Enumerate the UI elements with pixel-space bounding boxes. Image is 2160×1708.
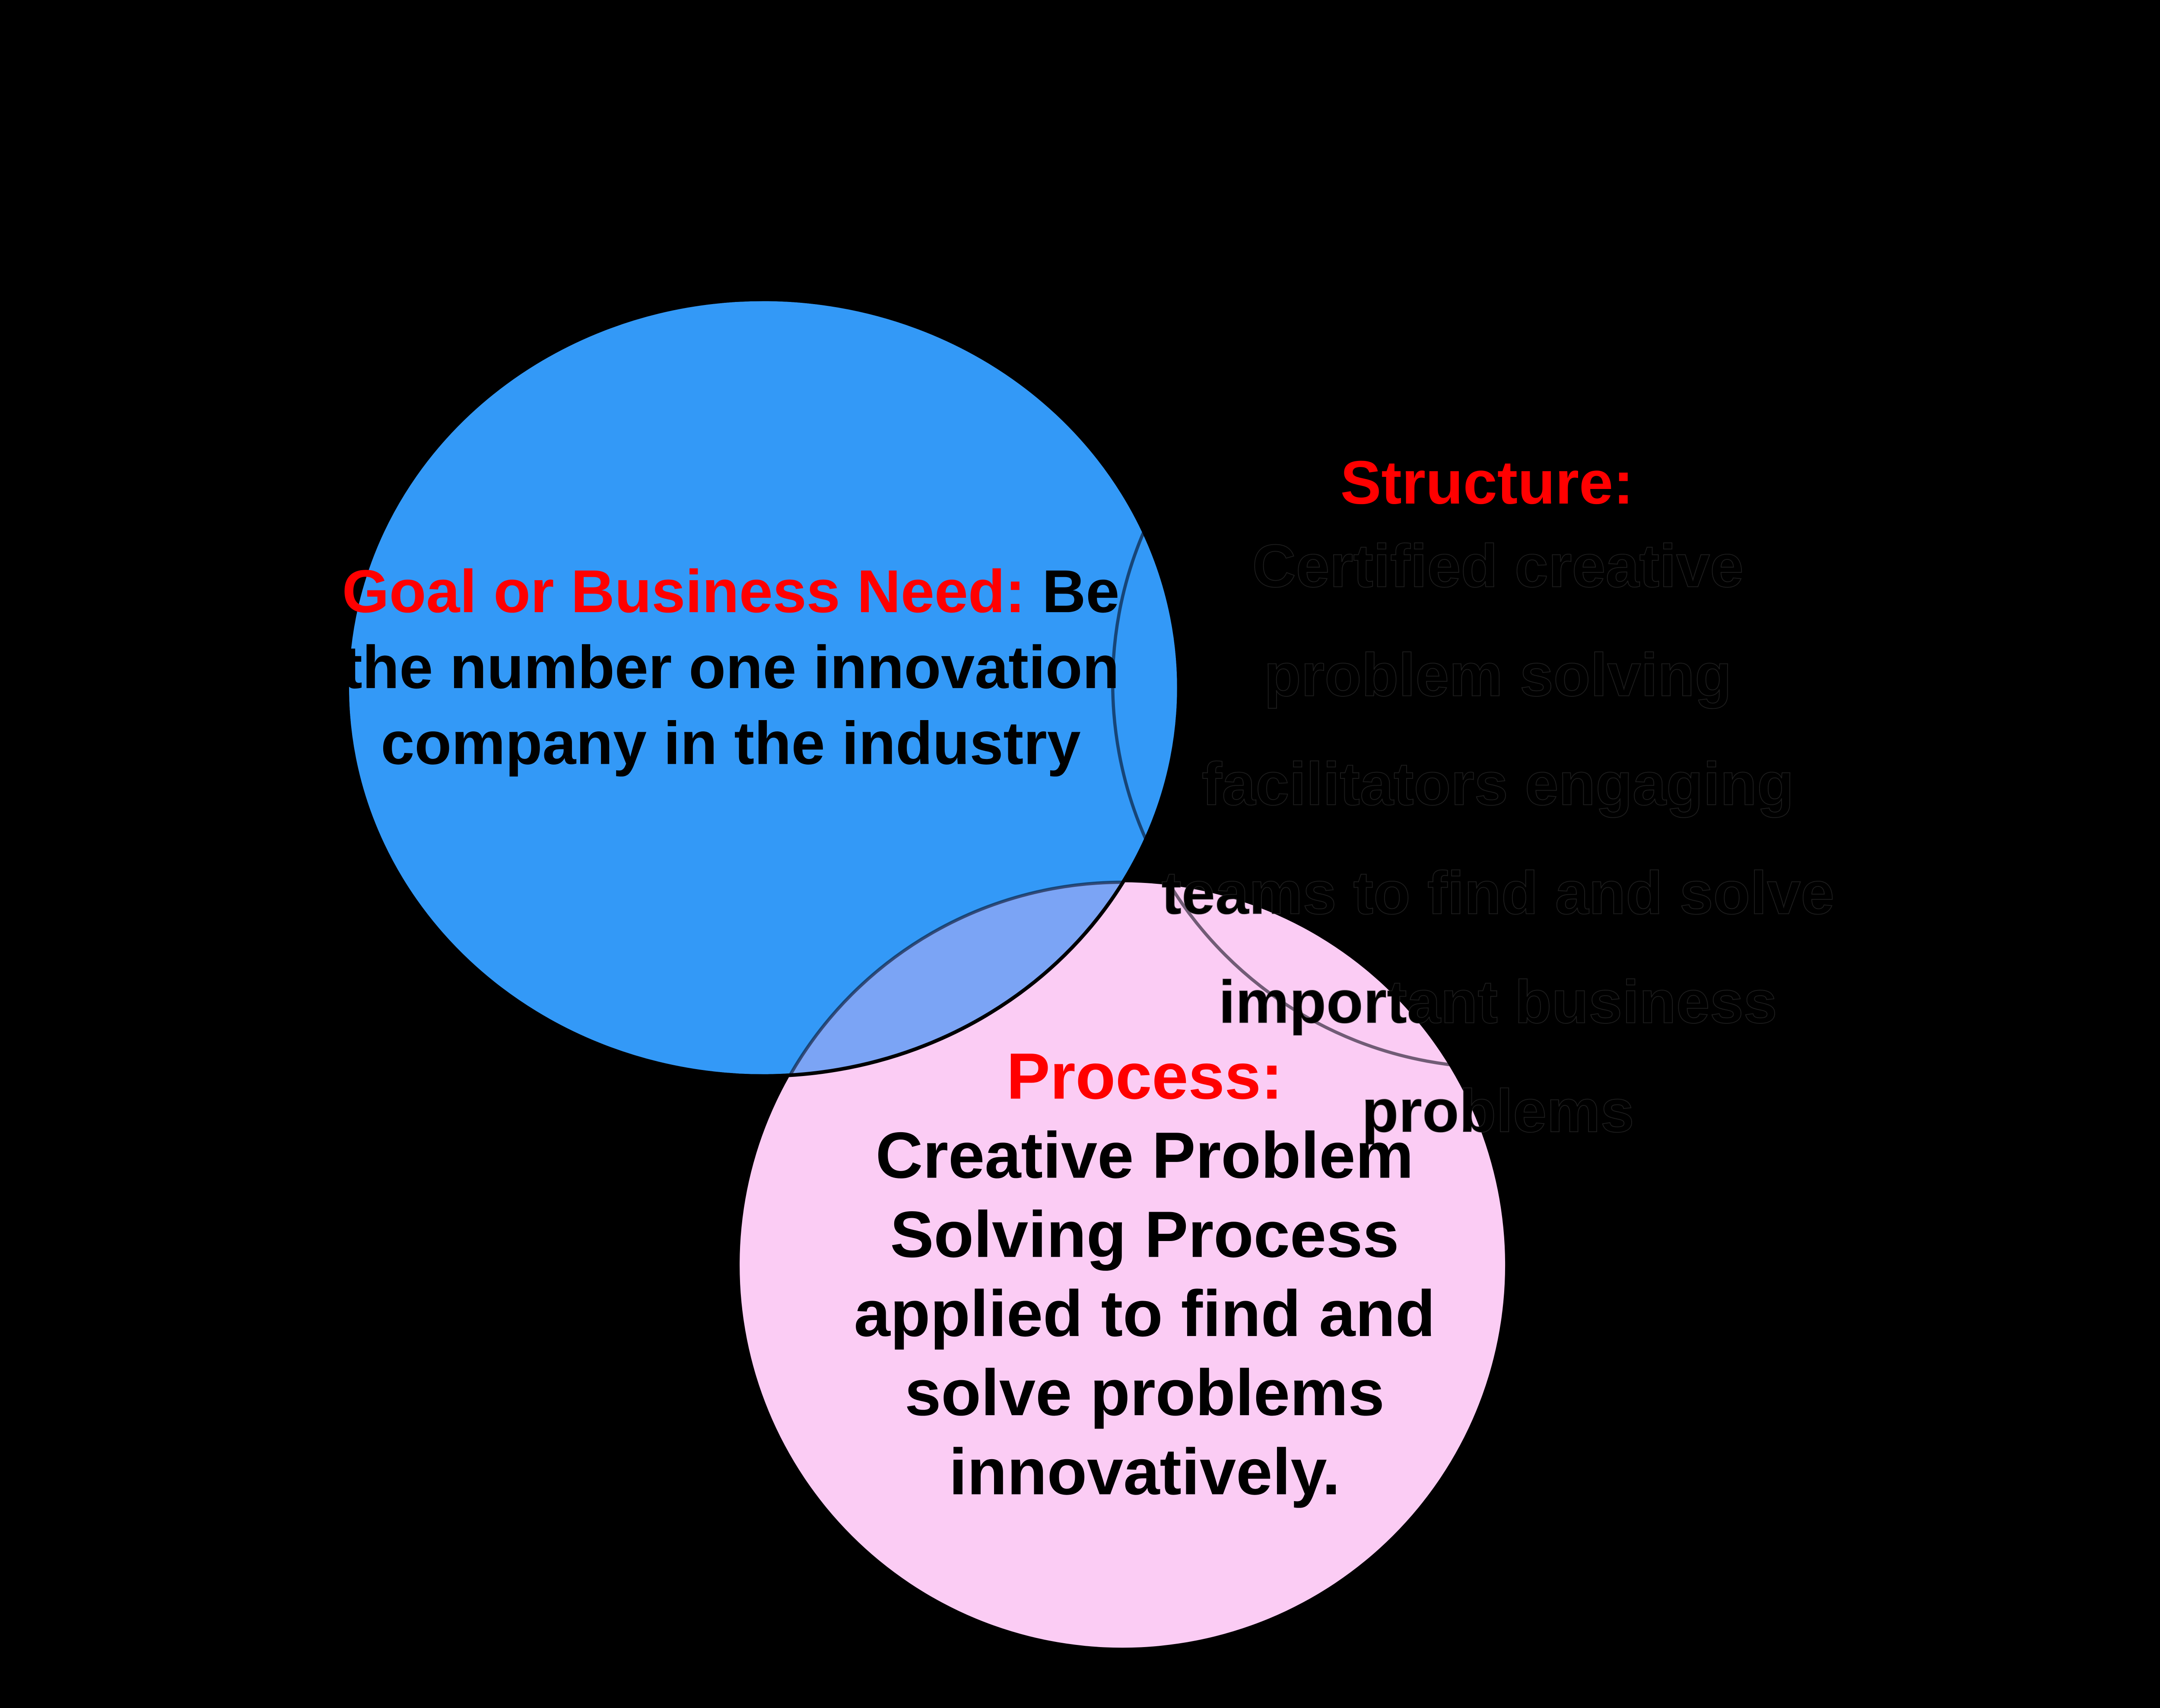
venn-diagram <box>345 297 1506 1648</box>
process-circle-shape <box>740 882 1506 1648</box>
goal-circle-outline <box>345 297 1181 1078</box>
process-body-line-5: innovatively. <box>949 1435 1340 1508</box>
process-heading: Process: <box>1006 1039 1283 1113</box>
process-body-line-3: applied to find and <box>854 1277 1436 1350</box>
structure-body-line-3: facilitators engaging <box>1201 749 1795 818</box>
structure-body-block: Certified creative problem solving facil… <box>1114 511 1881 1165</box>
goal-line-1: Goal or Business Need: Be <box>307 553 1155 629</box>
structure-body-line-6: problems <box>1361 1076 1635 1145</box>
process-body-line-4: solve problems <box>905 1356 1385 1429</box>
process-circle-outline <box>738 880 1179 1076</box>
slide-canvas: Goal or Business Need: Be the number one… <box>0 56 2160 1652</box>
structure-body-line-4: teams to find and solve <box>1161 858 1835 927</box>
structure-body-line-5: important business <box>1218 968 1778 1036</box>
goal-line-1-rest: Be <box>1025 557 1120 625</box>
goal-text-block: Goal or Business Need: Be the number one… <box>307 553 1155 781</box>
structure-heading: Structure: <box>1340 448 1634 517</box>
structure-body-line-1: Certified creative <box>1252 531 1744 600</box>
goal-line-3: company in the industry <box>381 709 1081 777</box>
structure-body-line-2: problem solving <box>1264 641 1732 709</box>
process-body-line-2: Solving Process <box>890 1198 1399 1271</box>
process-text-block: Process: Creative Problem Solving Proces… <box>761 1037 1528 1511</box>
structure-heading-block: Structure: <box>1144 444 1830 521</box>
goal-heading: Goal or Business Need: <box>342 557 1026 625</box>
goal-line-2: the number one innovation <box>342 633 1120 701</box>
process-body-line-1: Creative Problem <box>875 1119 1414 1192</box>
